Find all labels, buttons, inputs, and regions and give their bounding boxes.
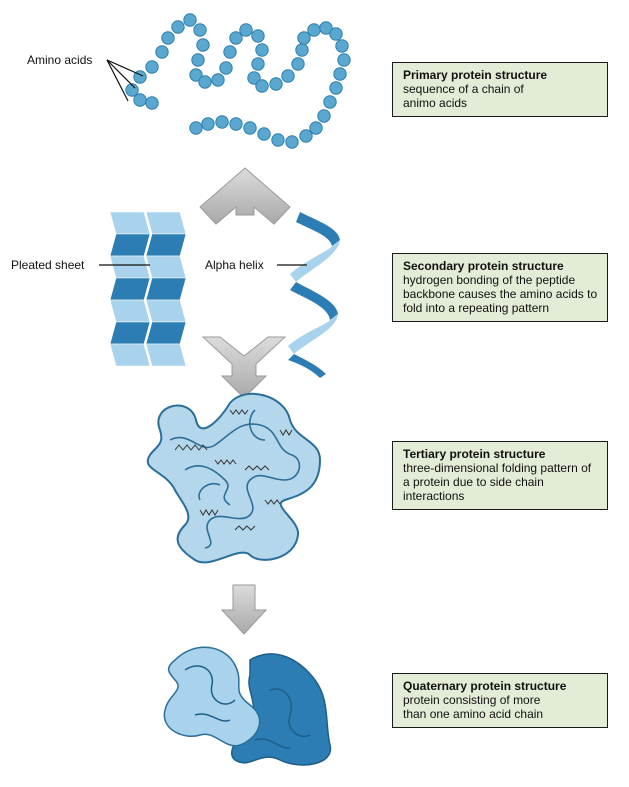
quaternary-structure-box: Quaternary protein structure protein con… bbox=[392, 673, 608, 728]
amino-acid-bead bbox=[243, 121, 257, 135]
amino-acid-bead bbox=[145, 60, 159, 74]
amino-acid-bead bbox=[145, 96, 159, 110]
amino-acid-chain bbox=[125, 13, 351, 149]
amino-acid-bead bbox=[229, 31, 243, 45]
amino-acid-bead bbox=[211, 73, 225, 87]
pleated-sheet-segment bbox=[145, 233, 187, 257]
amino-acid-bead bbox=[183, 13, 197, 27]
pleated-sheet-segment bbox=[109, 211, 151, 235]
amino-acid-bead bbox=[219, 61, 233, 75]
amino-acid-bead bbox=[329, 27, 343, 41]
amino-acid-bead bbox=[317, 109, 331, 123]
amino-acid-bead bbox=[333, 67, 347, 81]
amino-acids-label: Amino acids bbox=[27, 53, 92, 67]
pleated-sheet-segment bbox=[145, 277, 187, 301]
amino-acid-bead bbox=[133, 93, 147, 107]
amino-acid-bead bbox=[251, 29, 265, 43]
split-arrow bbox=[199, 167, 291, 225]
amino-acid-bead bbox=[291, 57, 305, 71]
amino-acid-bead bbox=[323, 95, 337, 109]
amino-acid-bead bbox=[191, 53, 205, 67]
pleated-sheet-segment bbox=[109, 233, 151, 257]
pleated-sheet-shape bbox=[109, 211, 187, 367]
tertiary-fold-shape bbox=[146, 393, 322, 564]
pleated-sheet-segment bbox=[109, 277, 151, 301]
tertiary-structure-description: three-dimensional folding pattern of a p… bbox=[403, 461, 592, 503]
amino-acid-bead bbox=[285, 135, 299, 149]
amino-acid-bead bbox=[161, 31, 175, 45]
amino-acid-bead bbox=[223, 45, 237, 59]
alpha-helix-band bbox=[290, 240, 340, 282]
secondary-structure-title: Secondary protein structure bbox=[403, 259, 564, 273]
amino-acid-bead bbox=[189, 68, 203, 82]
primary-structure-box: Primary protein structure sequence of a … bbox=[392, 62, 608, 117]
amino-acid-bead bbox=[215, 115, 229, 129]
pleated-sheet-segment bbox=[109, 299, 151, 323]
amino-acid-bead bbox=[196, 38, 210, 52]
merge-arrow bbox=[201, 336, 287, 399]
amino-acid-bead bbox=[251, 57, 265, 71]
alpha-helix-label: Alpha helix bbox=[205, 258, 264, 272]
pleated-sheet-segment bbox=[145, 343, 187, 367]
primary-structure-title: Primary protein structure bbox=[403, 68, 548, 82]
amino-acid-bead bbox=[255, 43, 269, 57]
secondary-structure-description: hydrogen bonding of the peptide backbone… bbox=[403, 273, 598, 315]
amino-acid-bead bbox=[255, 79, 269, 93]
amino-acid-bead bbox=[335, 39, 349, 53]
amino-acid-bead bbox=[229, 117, 243, 131]
amino-acid-bead bbox=[239, 23, 253, 37]
amino-acid-bead bbox=[329, 81, 343, 95]
primary-structure-description: sequence of a chain of animo acids bbox=[403, 82, 524, 110]
pleated-sheet-segment bbox=[145, 255, 187, 279]
amino-acid-bead bbox=[299, 129, 313, 143]
amino-acid-bead bbox=[271, 133, 285, 147]
amino-acid-bead bbox=[319, 21, 333, 35]
pleated-sheet-segment bbox=[145, 321, 187, 345]
quaternary-structure-title: Quaternary protein structure bbox=[403, 679, 567, 693]
alpha-helix-band bbox=[290, 282, 338, 320]
quaternary-fold-shape bbox=[163, 646, 332, 766]
amino-acid-bead bbox=[307, 23, 321, 37]
amino-acid-bead bbox=[257, 127, 271, 141]
tertiary-structure-title: Tertiary protein structure bbox=[403, 447, 546, 461]
quaternary-structure-description: protein consisting of more than one amin… bbox=[403, 693, 544, 721]
amino-acid-bead bbox=[297, 31, 311, 45]
amino-acid-bead bbox=[295, 43, 309, 57]
amino-acid-bead bbox=[281, 69, 295, 83]
amino-acid-bead bbox=[189, 121, 203, 135]
amino-acid-bead bbox=[193, 23, 207, 37]
pleated-sheet-segment bbox=[145, 211, 187, 235]
pleated-sheet-segment bbox=[109, 255, 151, 279]
alpha-helix-band bbox=[296, 212, 340, 246]
tertiary-structure-box: Tertiary protein structure three-dimensi… bbox=[392, 441, 608, 510]
alpha-helix-shape bbox=[288, 212, 340, 378]
amino-acid-bead bbox=[125, 83, 139, 97]
amino-acid-bead bbox=[337, 53, 351, 67]
amino-acid-bead bbox=[155, 45, 169, 59]
amino-acid-bead bbox=[198, 75, 212, 89]
pleated-sheet-segment bbox=[145, 299, 187, 323]
amino-acid-bead bbox=[247, 71, 261, 85]
amino-acid-bead bbox=[171, 20, 185, 34]
pleated-sheet-label: Pleated sheet bbox=[11, 258, 85, 272]
alpha-helix-band bbox=[288, 354, 326, 378]
amino-acid-bead bbox=[269, 77, 283, 91]
pleated-sheet-segment bbox=[109, 321, 151, 345]
amino-acids-pointer-lines bbox=[106, 59, 144, 102]
secondary-structure-box: Secondary protein structure hydrogen bon… bbox=[392, 253, 608, 322]
pleated-sheet-segment bbox=[109, 343, 151, 367]
amino-acid-bead bbox=[309, 121, 323, 135]
amino-acid-bead bbox=[201, 117, 215, 131]
alpha-helix-band bbox=[288, 314, 338, 354]
down-arrow bbox=[220, 584, 268, 635]
